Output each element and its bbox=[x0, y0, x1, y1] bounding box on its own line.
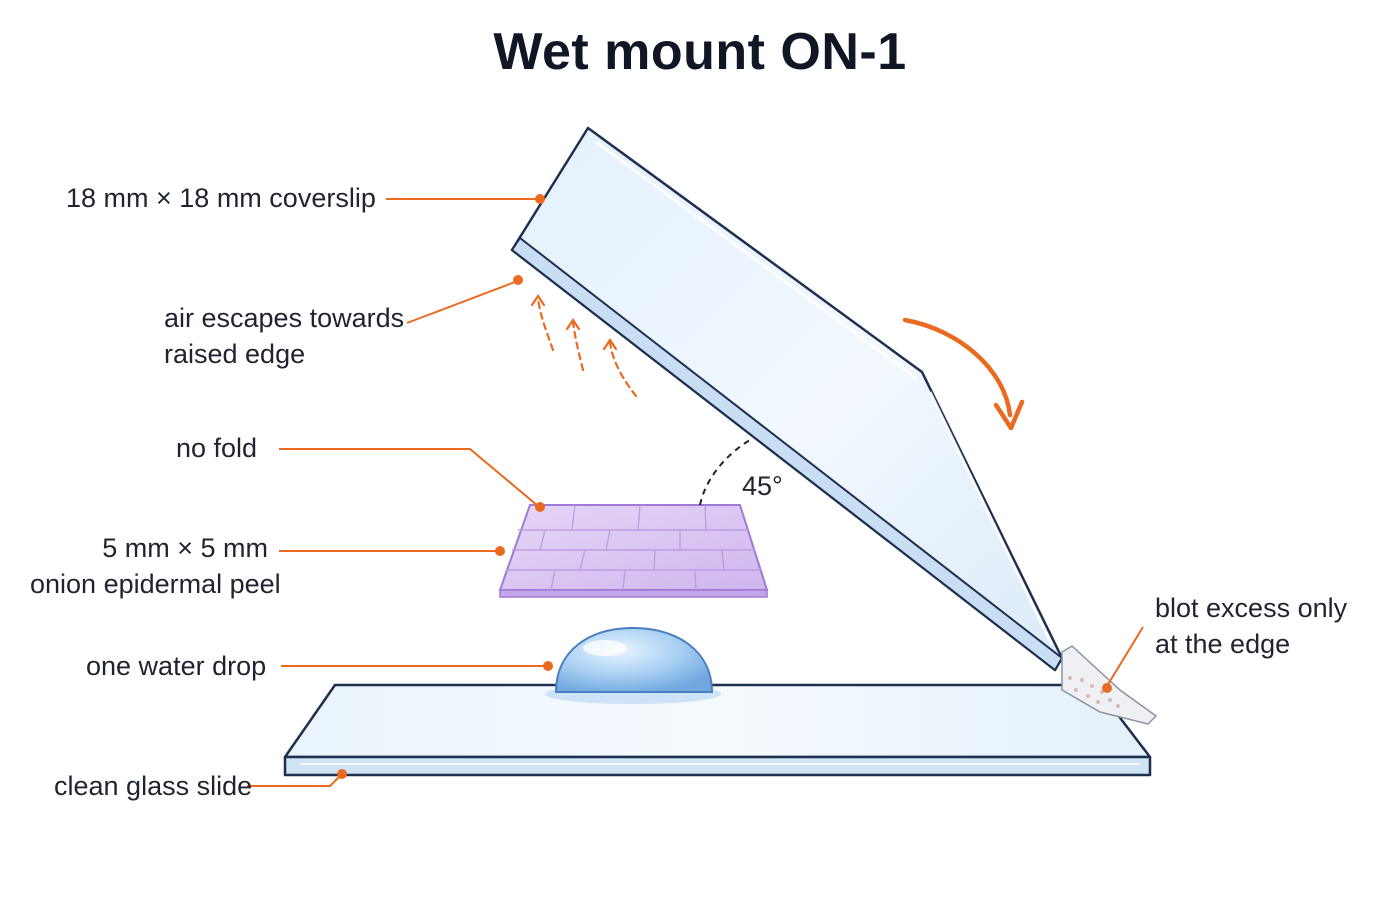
leader-lines bbox=[247, 198, 1144, 787]
peel-label-line2: onion epidermal peel bbox=[30, 569, 281, 599]
lowering-arrow-head bbox=[993, 399, 1025, 431]
lowering-arrow bbox=[902, 317, 1013, 418]
air-escape-label-line1: air escapes towards bbox=[164, 303, 405, 333]
glass-slide bbox=[283, 683, 1152, 777]
peel-label-line1: 5 mm × 5 mm bbox=[102, 533, 268, 563]
blot-label-line2: at the edge bbox=[1155, 629, 1291, 659]
water-drop bbox=[545, 626, 721, 704]
air-escape-label-line2: raised edge bbox=[164, 339, 306, 369]
diagram-title: Wet mount ON-1 bbox=[493, 23, 907, 81]
coverslip-label: 18 mm × 18 mm coverslip bbox=[66, 183, 376, 213]
glass-slide-label: clean glass slide bbox=[54, 771, 253, 801]
onion-peel bbox=[498, 504, 769, 598]
blot-label-line1: blot excess only bbox=[1155, 593, 1348, 623]
air-escape-label: air escapes towards raised edge bbox=[164, 300, 404, 372]
peel-label: 5 mm × 5 mm onion epidermal peel bbox=[30, 530, 281, 602]
no-fold-label: no fold bbox=[176, 433, 258, 463]
air-arrow-heads bbox=[530, 294, 618, 351]
water-drop-label: one water drop bbox=[86, 651, 267, 681]
blot-label: blot excess only at the edge bbox=[1155, 590, 1347, 662]
leader-dots bbox=[337, 194, 1112, 779]
angle-label: 45° bbox=[742, 471, 783, 501]
air-arrows bbox=[536, 296, 638, 398]
